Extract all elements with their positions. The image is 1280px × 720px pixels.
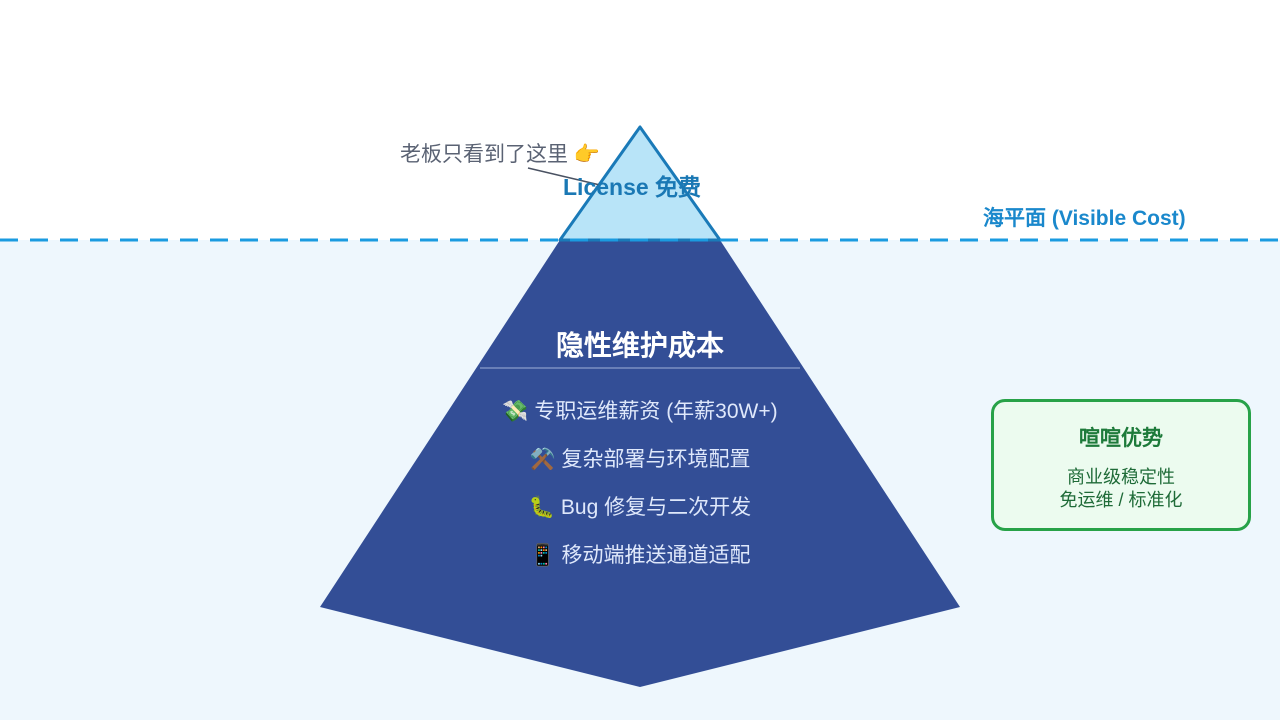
advantage-line: 免运维 / 标准化 — [1059, 490, 1183, 510]
item-text: Bug 修复与二次开发 — [560, 496, 752, 519]
sea-level-label: 海平面 (Visible Cost) — [983, 207, 1186, 230]
item-text: 移动端推送通道适配 — [561, 544, 751, 567]
advantage-box: 喧喧优势 商业级稳定性 免运维 / 标准化 — [991, 399, 1251, 531]
tools-icon: ⚒️ — [529, 448, 556, 471]
iceberg-underwater — [320, 240, 960, 687]
item-text: 复杂部署与环境配置 — [561, 448, 751, 471]
hidden-cost-title: 隐性维护成本 — [555, 330, 724, 361]
money-icon: 💸 — [502, 400, 529, 423]
pointer-line — [527, 167, 601, 186]
hidden-cost-item: 📱 移动端推送通道适配 — [440, 539, 840, 569]
item-text: 专职运维薪资 (年薪30W+) — [534, 400, 778, 423]
advantage-line: 商业级稳定性 — [1067, 467, 1175, 487]
license-free-label: License 免费 — [563, 174, 702, 200]
bug-icon: 🐛 — [528, 496, 556, 519]
hidden-cost-item: 💸 专职运维薪资 (年薪30W+) — [440, 395, 840, 425]
phone-icon: 📱 — [529, 544, 556, 567]
hidden-cost-item: 🐛 Bug 修复与二次开发 — [440, 491, 840, 521]
boss-annotation: 老板只看到了这里 👉 — [400, 143, 600, 166]
advantage-title: 喧喧优势 — [1079, 427, 1163, 450]
hidden-cost-item: ⚒️ 复杂部署与环境配置 — [440, 443, 840, 473]
